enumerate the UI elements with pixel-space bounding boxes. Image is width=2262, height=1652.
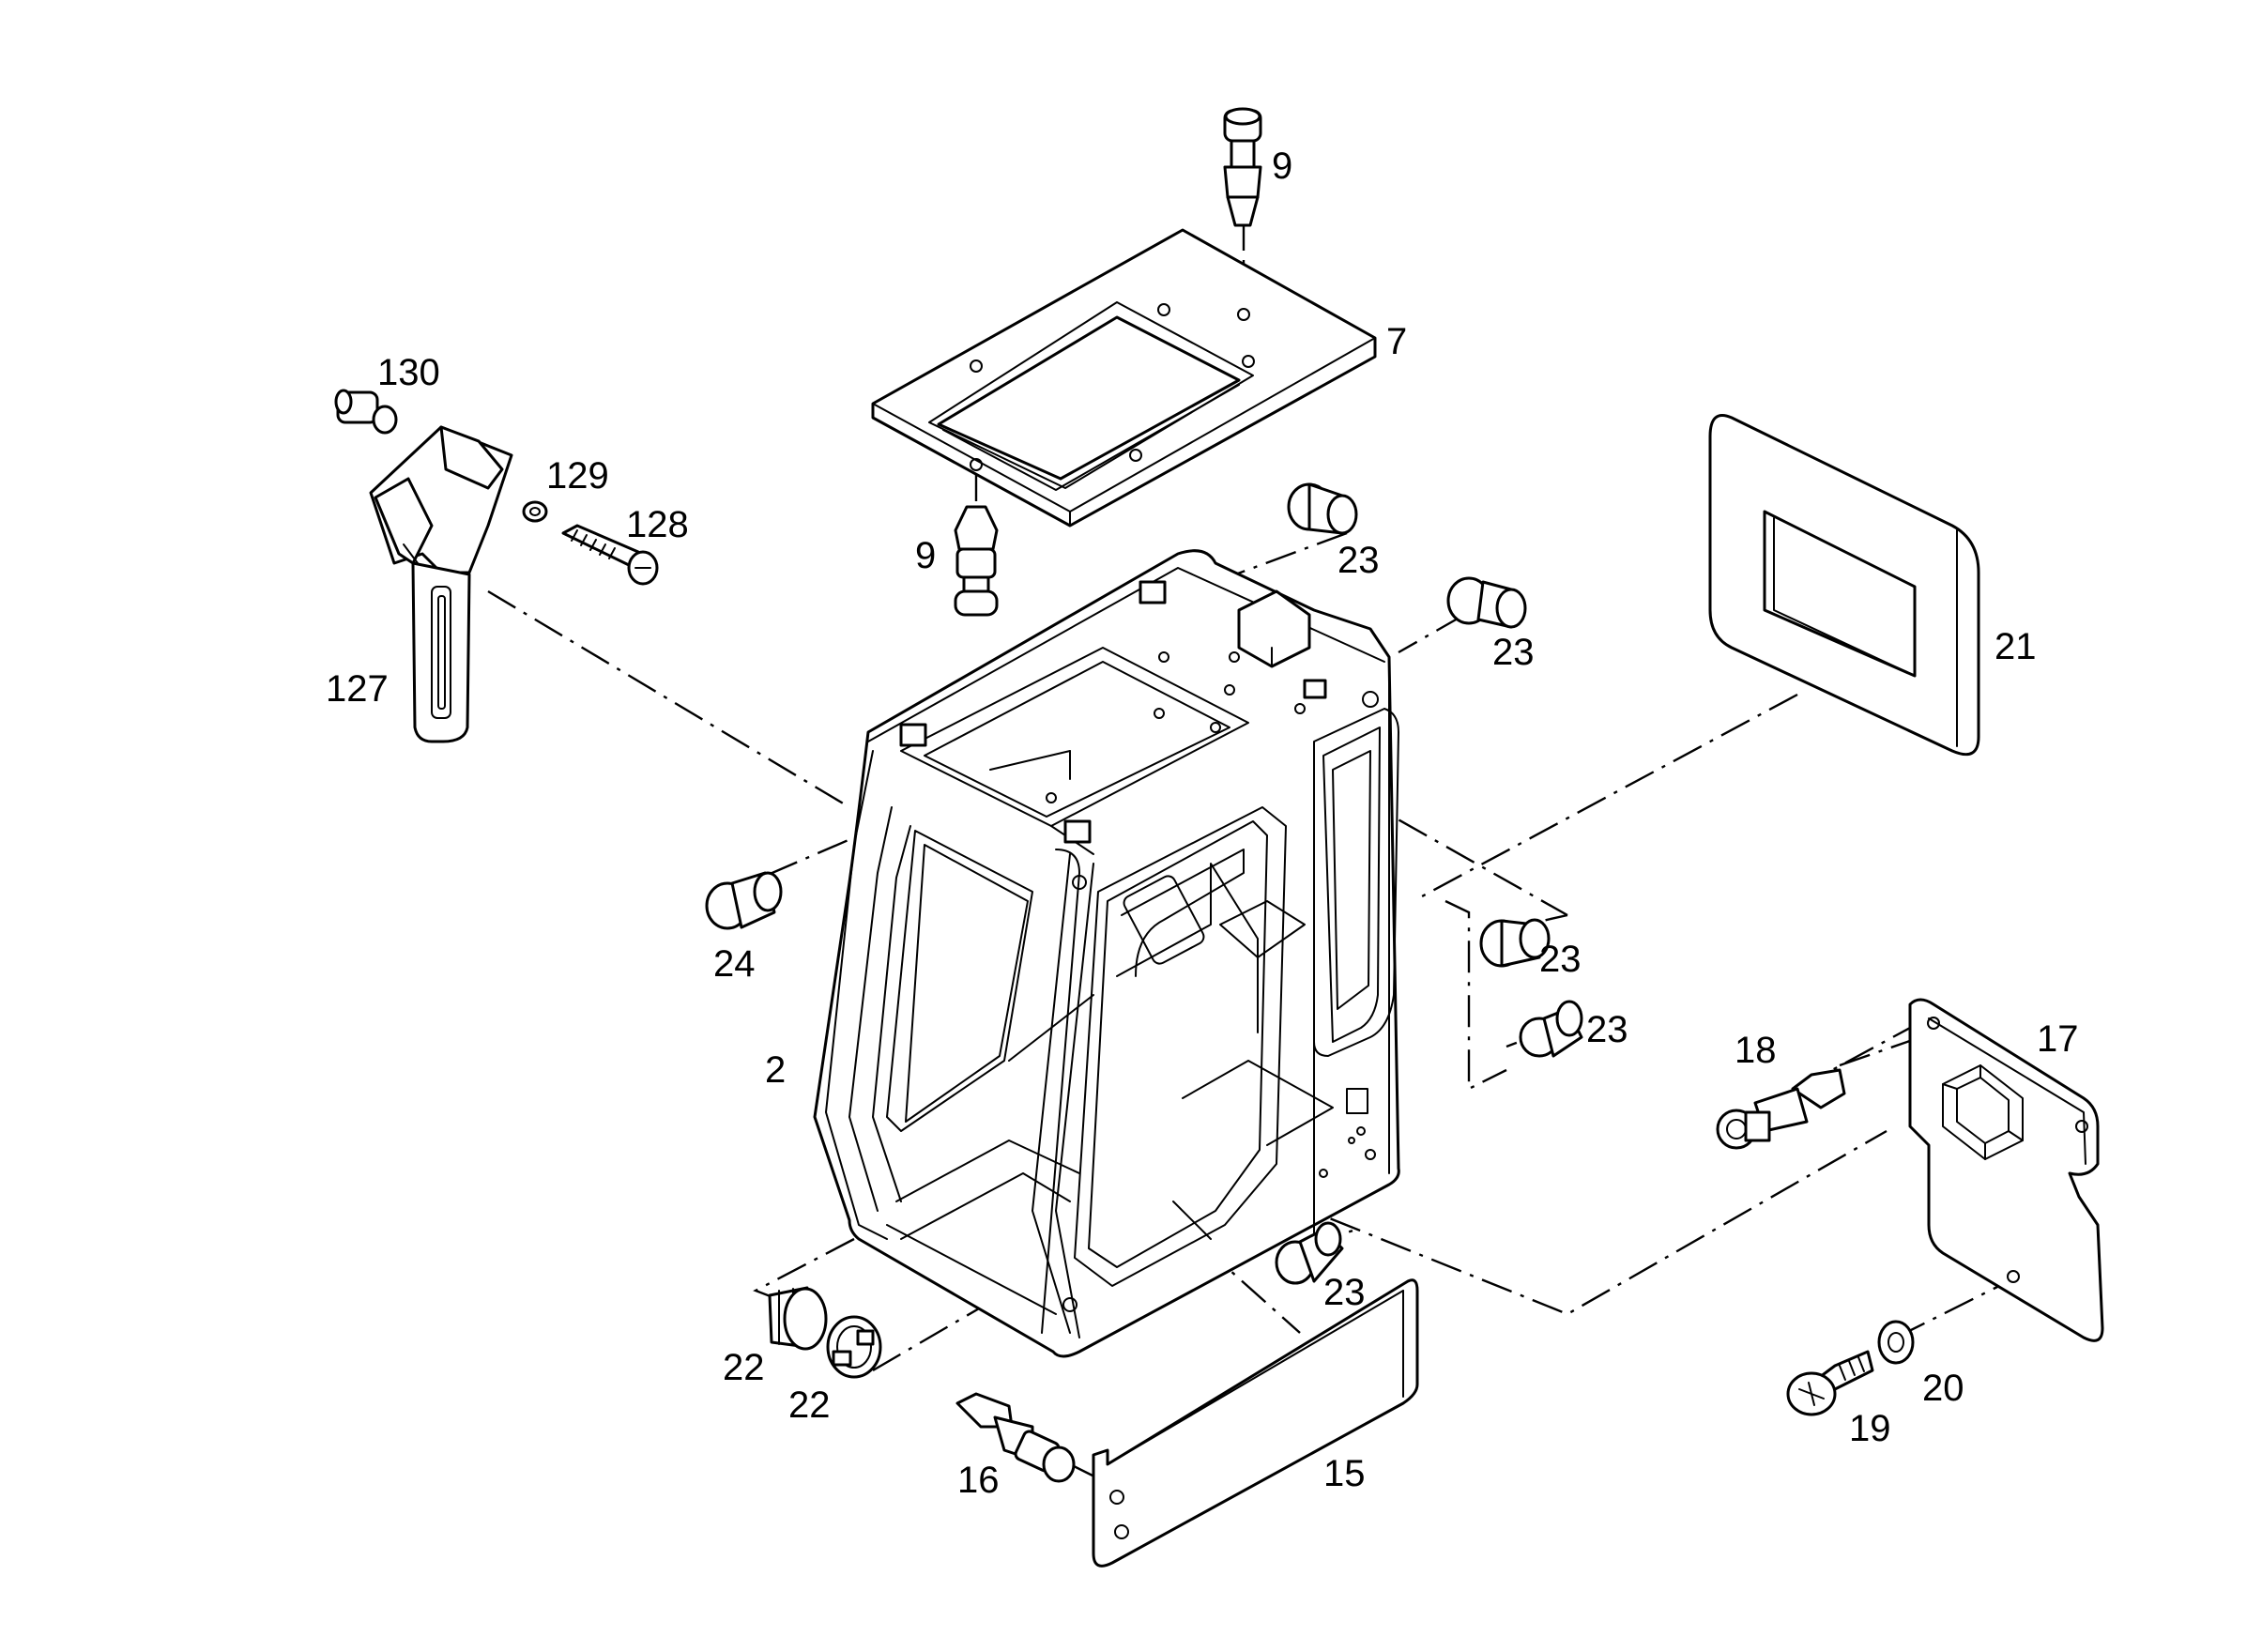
grommet-23-a — [1287, 482, 1358, 535]
cap-22-a — [768, 1286, 828, 1351]
callout-labels: 130 129 128 127 9 9 7 21 23 23 23 23 23 … — [326, 145, 2079, 1501]
top-plate-7 — [871, 228, 1377, 528]
callout-16: 16 — [957, 1460, 1000, 1501]
callout-20: 20 — [1922, 1368, 1964, 1409]
callout-127: 127 — [326, 668, 389, 710]
callout-22-b: 22 — [788, 1384, 831, 1426]
screw-19 — [1786, 1350, 1874, 1416]
callout-17: 17 — [2037, 1018, 2079, 1060]
screw-128 — [561, 524, 659, 586]
callout-15: 15 — [1323, 1453, 1366, 1494]
washer-20 — [1877, 1320, 1915, 1365]
callout-2: 2 — [765, 1049, 786, 1091]
washer-129 — [522, 500, 548, 523]
callout-18: 18 — [1735, 1030, 1777, 1071]
callout-23-b: 23 — [1492, 632, 1535, 673]
callout-19: 19 — [1849, 1408, 1891, 1449]
window-panel-21 — [1708, 414, 1980, 757]
plug-18 — [1716, 1068, 1846, 1150]
plug-9-top — [1223, 107, 1262, 227]
grommet-23-c — [1479, 918, 1551, 968]
plug-9-mid — [954, 505, 999, 617]
callout-23-d: 23 — [1586, 1009, 1628, 1050]
callout-128: 128 — [626, 504, 689, 545]
cab-frame-2 — [813, 549, 1400, 1358]
callout-130: 130 — [377, 352, 440, 393]
callout-9-top: 9 — [1272, 145, 1292, 187]
handle-127 — [369, 425, 513, 743]
callout-22-a: 22 — [723, 1347, 765, 1388]
pin-16 — [955, 1392, 1076, 1483]
grommet-23-d — [1519, 1000, 1583, 1058]
cover-plate-15 — [1092, 1278, 1419, 1568]
callout-129: 129 — [546, 455, 609, 497]
cap-22-b — [826, 1315, 882, 1379]
callout-7: 7 — [1386, 321, 1407, 362]
callout-23-e: 23 — [1323, 1272, 1366, 1313]
callout-23-c: 23 — [1539, 939, 1582, 980]
callout-21: 21 — [1995, 626, 2037, 667]
callout-9-mid: 9 — [915, 535, 936, 576]
grommet-23-e — [1275, 1221, 1344, 1285]
side-plate-17 — [1908, 998, 2104, 1342]
grommet-23-b — [1446, 576, 1527, 629]
bolt-130 — [334, 389, 398, 435]
callout-24: 24 — [713, 943, 756, 985]
callout-23-a: 23 — [1337, 540, 1380, 581]
grommet-24 — [705, 871, 783, 930]
